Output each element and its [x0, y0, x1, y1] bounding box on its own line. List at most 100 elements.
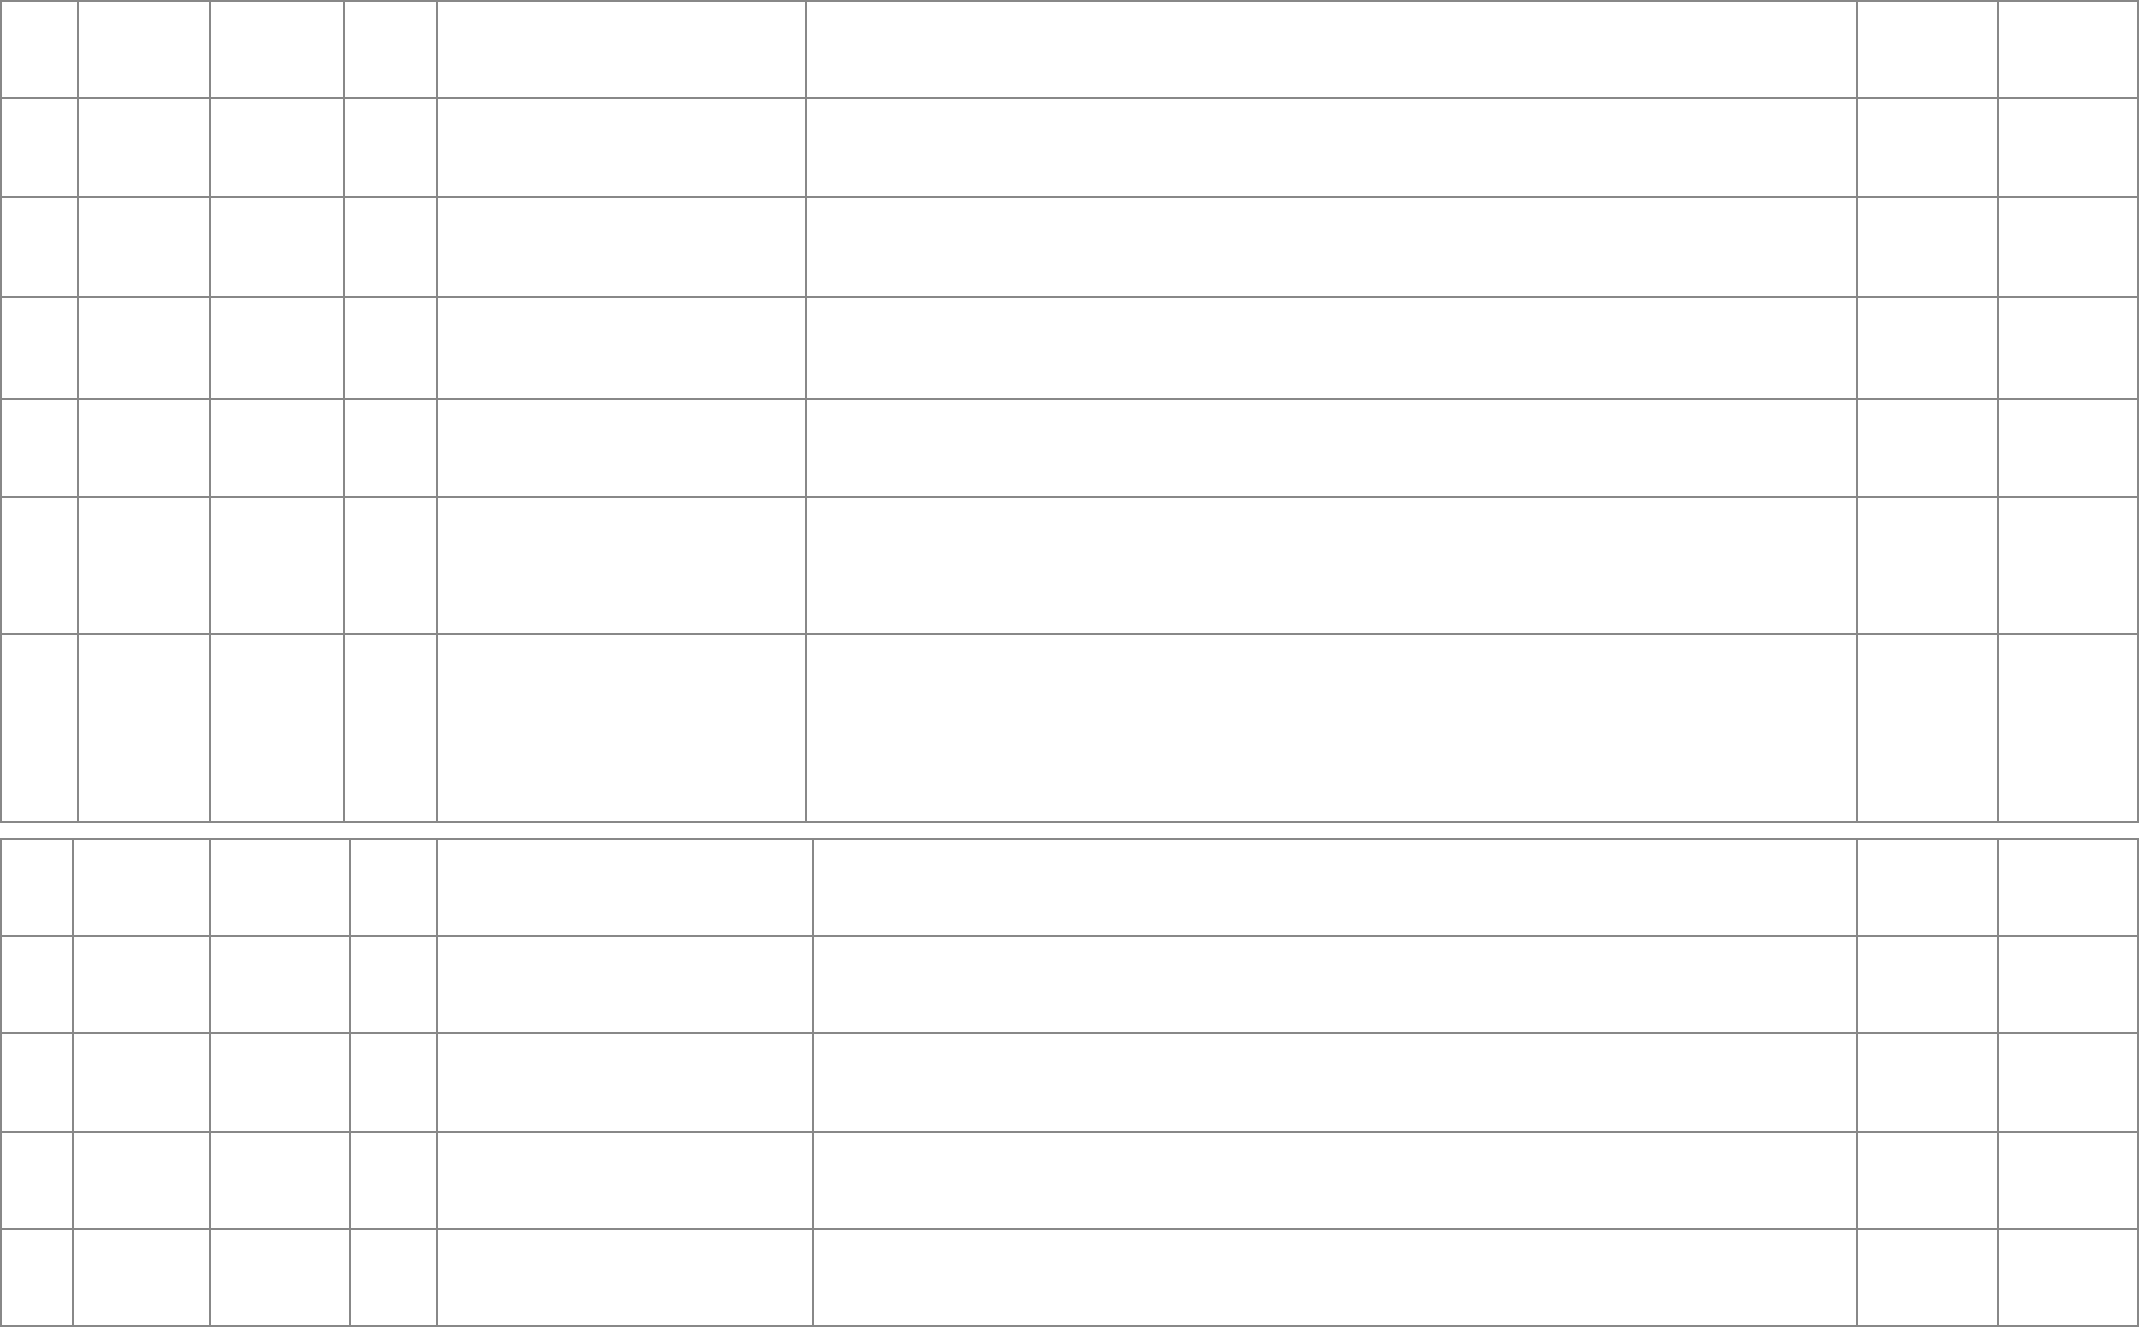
table-cell[interactable]	[0, 1032, 74, 1133]
table-cell[interactable]	[436, 296, 807, 401]
table-cell[interactable]	[1997, 632, 2139, 824]
table-cell[interactable]	[343, 495, 438, 635]
table-cell[interactable]	[1997, 837, 2139, 938]
table-cell[interactable]	[209, 398, 345, 498]
table-cell[interactable]	[436, 1227, 814, 1327]
table-cell[interactable]	[349, 837, 438, 938]
table-cell[interactable]	[1856, 837, 1999, 938]
table-cell[interactable]	[343, 398, 438, 498]
table-cell[interactable]	[436, 1032, 814, 1133]
table-cell[interactable]	[0, 632, 79, 824]
table-cell[interactable]	[1997, 97, 2139, 199]
table-cell[interactable]	[77, 495, 211, 635]
table-cell[interactable]	[0, 1227, 74, 1327]
table-cell[interactable]	[343, 97, 438, 199]
table-cell[interactable]	[436, 495, 807, 635]
table-cell[interactable]	[343, 296, 438, 401]
table-cell[interactable]	[1997, 398, 2139, 498]
table-cell[interactable]	[1997, 196, 2139, 299]
table-cell[interactable]	[805, 632, 1858, 824]
table-cell[interactable]	[1856, 1032, 1999, 1133]
table-cell[interactable]	[1997, 296, 2139, 401]
table-cell[interactable]	[0, 296, 79, 401]
table-cell[interactable]	[436, 935, 814, 1035]
table-cell[interactable]	[1997, 1032, 2139, 1133]
table-cell[interactable]	[77, 398, 211, 498]
table-cell[interactable]	[77, 0, 211, 100]
table-cell[interactable]	[209, 632, 345, 824]
table-cell[interactable]	[72, 1130, 211, 1230]
table-cell[interactable]	[343, 196, 438, 299]
table-cell[interactable]	[0, 935, 74, 1035]
table-cell[interactable]	[1856, 1227, 1999, 1327]
table-cell[interactable]	[349, 935, 438, 1035]
table-cell[interactable]	[1856, 97, 1999, 199]
table-cell[interactable]	[812, 1227, 1858, 1327]
table-cell[interactable]	[209, 837, 351, 938]
table-cell[interactable]	[77, 97, 211, 199]
table-cell[interactable]	[0, 0, 79, 100]
upper-grid-table	[0, 0, 2139, 824]
table-cell[interactable]	[72, 935, 211, 1035]
table-cell[interactable]	[436, 196, 807, 299]
table-cell[interactable]	[349, 1227, 438, 1327]
table-row	[0, 495, 2139, 635]
table-cell[interactable]	[77, 296, 211, 401]
table-cell[interactable]	[436, 398, 807, 498]
table-cell[interactable]	[805, 0, 1858, 100]
table-cell[interactable]	[1997, 0, 2139, 100]
table-cell[interactable]	[436, 0, 807, 100]
table-cell[interactable]	[72, 837, 211, 938]
table-cell[interactable]	[1856, 1130, 1999, 1230]
table-cell[interactable]	[1856, 495, 1999, 635]
table-cell[interactable]	[0, 97, 79, 199]
table-cell[interactable]	[436, 632, 807, 824]
table-cell[interactable]	[1856, 296, 1999, 401]
table-cell[interactable]	[0, 196, 79, 299]
table-cell[interactable]	[72, 1227, 211, 1327]
table-cell[interactable]	[805, 296, 1858, 401]
table-cell[interactable]	[436, 837, 814, 938]
table-cell[interactable]	[343, 0, 438, 100]
table-cell[interactable]	[1856, 632, 1999, 824]
table-cell[interactable]	[805, 398, 1858, 498]
table-cell[interactable]	[1856, 398, 1999, 498]
table-cell[interactable]	[1856, 0, 1999, 100]
table-cell[interactable]	[812, 1130, 1858, 1230]
table-cell[interactable]	[1856, 196, 1999, 299]
table-cell[interactable]	[349, 1032, 438, 1133]
table-cell[interactable]	[343, 632, 438, 824]
table-cell[interactable]	[805, 495, 1858, 635]
table-cell[interactable]	[1997, 1227, 2139, 1327]
table-cell[interactable]	[209, 1130, 351, 1230]
table-cell[interactable]	[805, 97, 1858, 199]
table-cell[interactable]	[805, 196, 1858, 299]
table-row	[0, 97, 2139, 199]
table-cell[interactable]	[209, 1227, 351, 1327]
table-cell[interactable]	[436, 1130, 814, 1230]
table-cell[interactable]	[1997, 935, 2139, 1035]
table-cell[interactable]	[0, 1130, 74, 1230]
table-cell[interactable]	[77, 632, 211, 824]
table-cell[interactable]	[812, 1032, 1858, 1133]
table-cell[interactable]	[209, 0, 345, 100]
table-cell[interactable]	[1997, 495, 2139, 635]
table-cell[interactable]	[0, 837, 74, 938]
table-cell[interactable]	[72, 1032, 211, 1133]
table-cell[interactable]	[1997, 1130, 2139, 1230]
table-cell[interactable]	[77, 196, 211, 299]
table-cell[interactable]	[209, 1032, 351, 1133]
table-cell[interactable]	[812, 837, 1858, 938]
table-cell[interactable]	[209, 196, 345, 299]
table-cell[interactable]	[349, 1130, 438, 1230]
table-cell[interactable]	[209, 935, 351, 1035]
table-cell[interactable]	[0, 398, 79, 498]
table-cell[interactable]	[209, 296, 345, 401]
table-cell[interactable]	[0, 495, 79, 635]
table-row	[0, 398, 2139, 498]
table-cell[interactable]	[812, 935, 1858, 1035]
table-cell[interactable]	[209, 495, 345, 635]
table-cell[interactable]	[1856, 935, 1999, 1035]
table-cell[interactable]	[436, 97, 807, 199]
table-cell[interactable]	[209, 97, 345, 199]
